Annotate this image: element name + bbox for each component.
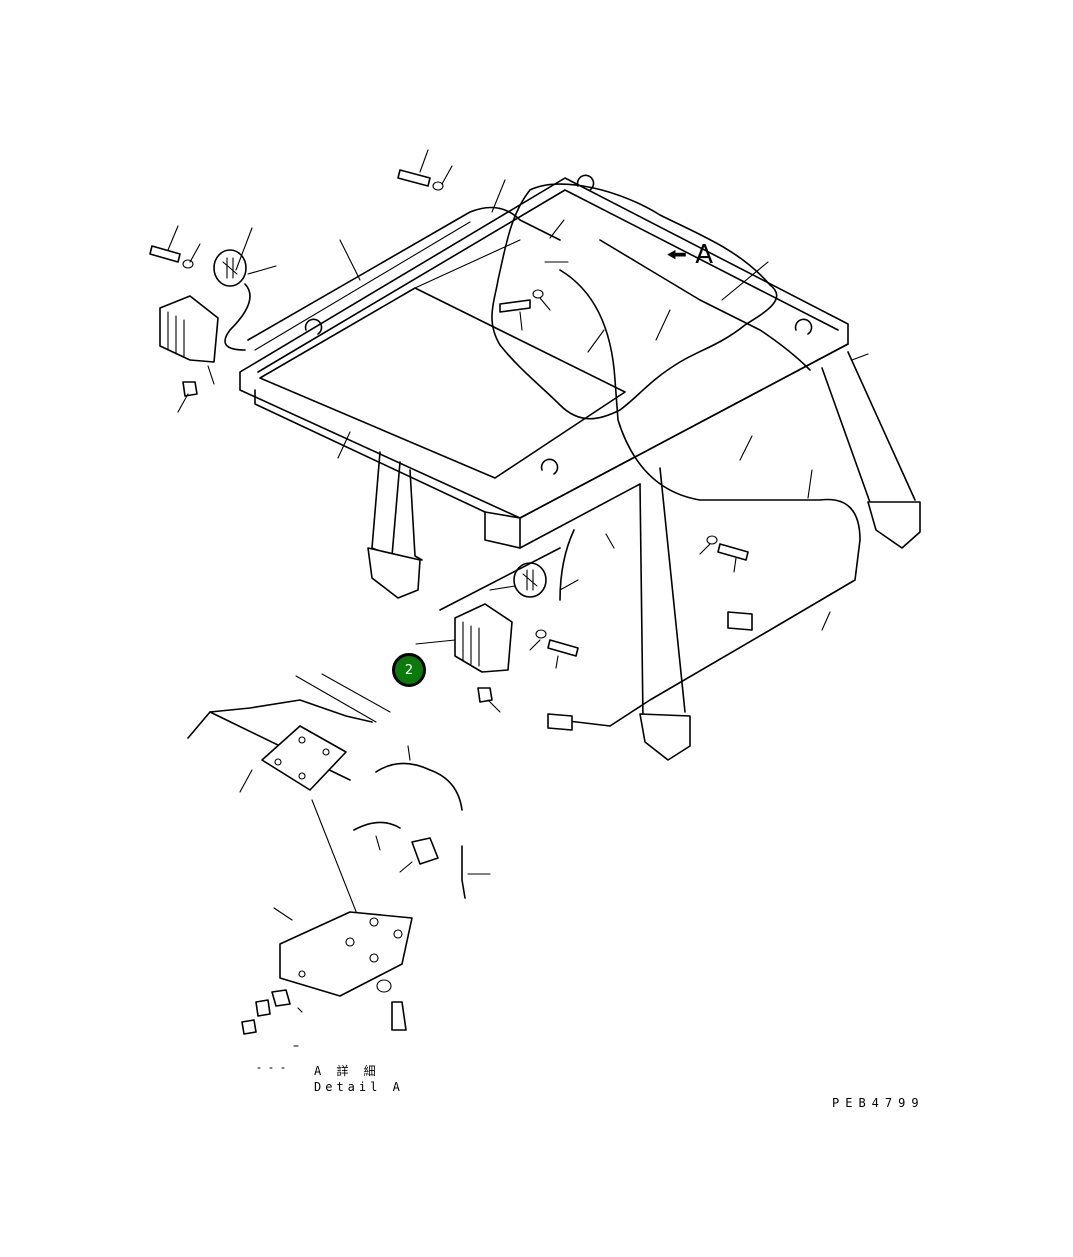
detail-caption-japanese: A 詳 細 [314,1064,380,1078]
roof-frame [239,174,921,761]
callout-number: 2 [404,662,414,678]
view-letter: A [695,240,714,270]
detail-caption-english: Detail A [314,1080,404,1094]
left-arrow-icon: 🠘 [666,241,687,269]
work-lamp-front [439,547,561,703]
callout-2[interactable]: 2 [392,653,426,687]
fasteners [149,169,753,731]
view-arrow-a: 🠘 A [666,238,713,279]
work-lamp-left [159,249,247,397]
drawing-number: PEB4799 [832,1096,925,1110]
wiring-harness [224,206,861,727]
leader-lines [167,149,869,713]
detail-a [187,673,491,1069]
